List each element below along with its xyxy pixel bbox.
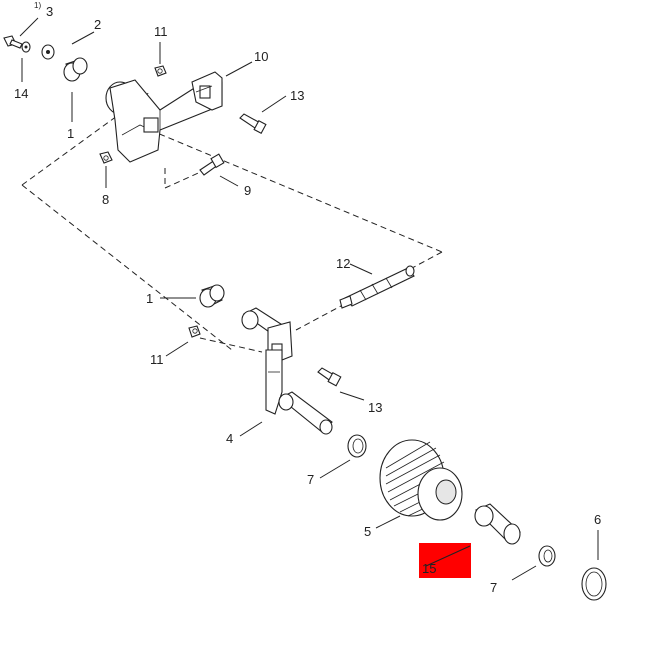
label-4: 4 [226, 431, 233, 446]
circlip-6 [581, 567, 607, 601]
label-15: 15 [422, 561, 436, 576]
label-1-upper: 1 [67, 126, 74, 141]
leader-lines [19, 17, 599, 581]
label-7-upper: 7 [307, 472, 314, 487]
bushing-upper [63, 57, 88, 82]
nut-11-lower [188, 325, 201, 338]
washer-14 [21, 41, 31, 53]
label-11-upper: 11 [154, 24, 168, 39]
label-13-upper: 13 [290, 88, 304, 103]
label-14: 14 [14, 86, 28, 101]
washer-2 [41, 44, 55, 60]
lever-arm-4 [241, 307, 333, 435]
part-labels: 1) 3 2 14 1 11 10 13 8 9 12 1 11 13 4 7 … [14, 1, 601, 595]
pulley-5 [379, 439, 463, 521]
label-1-lower: 1 [146, 291, 153, 306]
nut-11-upper [154, 65, 167, 77]
bushing-lower [199, 284, 225, 308]
label-10: 10 [254, 49, 268, 64]
assembly-guide-lines [21, 91, 443, 353]
bolt-13-lower [317, 367, 342, 387]
snap-ring-7-lower [538, 545, 556, 567]
label-2: 2 [94, 17, 101, 32]
label-9: 9 [244, 183, 251, 198]
label-3-superscript: 1) [34, 1, 41, 10]
label-5: 5 [364, 524, 371, 539]
label-6: 6 [594, 512, 601, 527]
screw-3 [3, 35, 23, 49]
label-11-lower: 11 [150, 352, 164, 367]
bolt-9 [199, 153, 225, 176]
snap-ring-7-upper [347, 434, 367, 458]
bolt-13-upper [239, 113, 267, 135]
nut-8 [99, 151, 113, 164]
label-3: 3 [46, 4, 53, 19]
highlight-box-15 [419, 543, 471, 578]
upper-bracket [105, 71, 223, 163]
label-12: 12 [336, 256, 350, 271]
label-8: 8 [102, 192, 109, 207]
sleeve-15 [474, 503, 521, 545]
rod-12 [339, 265, 415, 309]
label-13-lower: 13 [368, 400, 382, 415]
label-7-lower: 7 [490, 580, 497, 595]
